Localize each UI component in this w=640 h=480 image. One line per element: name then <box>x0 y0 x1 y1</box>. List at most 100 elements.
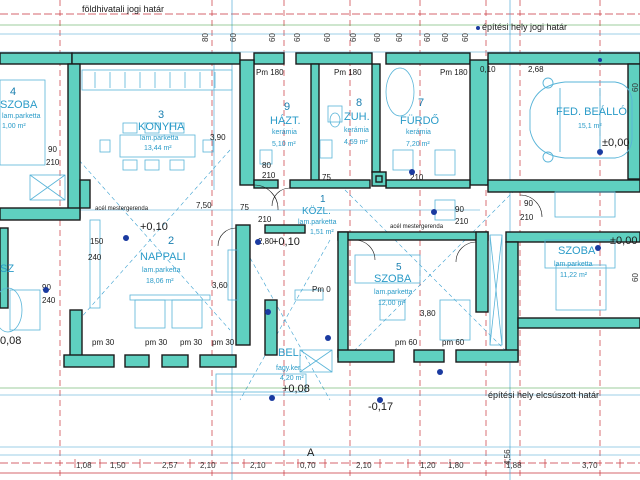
room-area: 7,20 m² <box>406 141 430 148</box>
dim-label: 240 <box>88 253 102 262</box>
room-name: SZOBA <box>374 273 412 285</box>
dim-label: 90 <box>48 145 57 154</box>
dim-label: 60 <box>349 33 358 42</box>
room-number: 7 <box>418 97 424 109</box>
room-number: 5 <box>396 262 402 273</box>
dim-label: 60 <box>323 33 332 42</box>
boundary-top-left: földhivatali jogi határ <box>82 4 164 14</box>
dim-label: 60 <box>461 33 470 42</box>
dim-label: 2,10 <box>200 461 216 470</box>
dim-label: 1,08 <box>76 461 92 470</box>
dim-label: 3,70 <box>582 461 598 470</box>
room-name: SZOBA <box>558 245 596 257</box>
dim-label: 3,80 <box>420 309 436 318</box>
room-floor: fagy.ker. <box>276 365 302 372</box>
room-name: FED. BEÁLLÓ <box>556 105 627 118</box>
dim-label: 2,80 <box>258 237 274 246</box>
room-number: 3 <box>158 109 164 121</box>
level-markers <box>43 26 603 403</box>
room-labels: 4 SZOBA lam.parketta 1,00 m² 3 KONYHA la… <box>0 86 627 382</box>
room-area: 13,44 m² <box>144 145 172 152</box>
dim-label: 0,70 <box>300 461 316 470</box>
pm-label: pm 30 <box>180 338 203 347</box>
room-name: KONYHA <box>138 121 185 133</box>
room-number: 2 <box>168 235 174 247</box>
boundary-bottom-right: építési hely elcsúszott határ <box>488 390 599 400</box>
pm-label: pm 60 <box>395 338 418 347</box>
dim-label: 80 <box>201 33 210 42</box>
room-floor: kerámia <box>272 129 297 136</box>
room-area: 1,00 m² <box>2 123 26 130</box>
bottom-dims: 1,08 1,50 2,57 2,10 2,10 0,70 2,10 1,20 … <box>76 461 598 470</box>
dim-label: 210 <box>46 158 60 167</box>
pm-label: Pm 180 <box>334 68 362 77</box>
dim-label: 60 <box>268 33 277 42</box>
pm-label: pm 30 <box>92 338 115 347</box>
level-mark: +0,10 <box>140 221 168 233</box>
room-name: KÖZL. <box>302 205 331 217</box>
dim-label: 90 <box>524 199 533 208</box>
dim-label: 75 <box>322 173 331 182</box>
boundary-top-right: építési hely jogi határ <box>482 22 567 32</box>
dim-label: 4,56 <box>503 449 512 465</box>
opening-dims: 90 210 150 240 90 240 75 210 90 210 90 2… <box>42 65 544 318</box>
dim-label: 2,10 <box>250 461 266 470</box>
dim-label: 7,50 <box>196 201 212 210</box>
level-mark: +0,08 <box>282 383 310 395</box>
ticks <box>74 459 621 468</box>
room-floor: lam.parketta <box>142 267 181 274</box>
dim-label: 3,90 <box>210 133 226 142</box>
pm-label: Pm 180 <box>440 68 468 77</box>
dim-label: 60 <box>395 33 404 42</box>
green-grid-lines <box>0 24 640 389</box>
car-icon <box>529 77 633 163</box>
dim-label: 60 <box>423 33 432 42</box>
beam-label: acél mestergerenda <box>390 224 444 230</box>
axis-label: A <box>307 447 315 459</box>
dim-label: 210 <box>262 171 276 180</box>
pm-labels: Pm 180 Pm 180 Pm 180 pm 30 pm 30 pm 30 p… <box>92 68 468 347</box>
dim-label: 90 <box>455 205 464 214</box>
room-number: 9 <box>284 101 290 113</box>
level-mark: +0,10 <box>272 236 300 248</box>
dim-label: 150 <box>90 237 104 246</box>
dim-label: 80 <box>262 161 271 170</box>
beam-label: acél mestergerenda <box>95 206 149 212</box>
room-number: 4 <box>10 86 16 98</box>
room-floor: lam.parketta <box>140 135 179 142</box>
room-name: BEL. <box>278 347 302 359</box>
level-mark: ±0,00 <box>602 137 629 149</box>
pm-label: Pm 0 <box>312 285 331 294</box>
room-number: 1 <box>320 194 326 205</box>
room-floor: kerámia <box>344 127 369 134</box>
room-floor: lam.parketta <box>374 289 413 296</box>
room-area: 4,20 m² <box>280 375 304 382</box>
room-area: 4,59 m² <box>344 139 368 146</box>
dim-label: 1,20 <box>420 461 436 470</box>
room-number: 8 <box>356 97 362 109</box>
room-name: ZUH. <box>344 111 370 123</box>
dim-label: 60 <box>441 33 450 42</box>
top-dims: 80 60 60 60 60 60 60 60 60 60 60 <box>201 33 470 42</box>
room-area: 12,00 m² <box>378 300 406 307</box>
dim-label: 3,60 <box>212 281 228 290</box>
dim-label: 60 <box>631 273 640 282</box>
dim-label: 60 <box>293 33 302 42</box>
dim-label: 0,10 <box>480 65 496 74</box>
level-mark: ±0,00 <box>610 235 637 247</box>
dim-label: 210 <box>258 215 272 224</box>
room-area: 5,10 m² <box>272 141 296 148</box>
room-name: SZ <box>0 263 14 275</box>
level-mark: 0,08 <box>0 335 21 347</box>
room-area: 11,22 m² <box>560 272 588 279</box>
dim-label: 210 <box>520 213 534 222</box>
room-area: 18,06 m² <box>146 278 174 285</box>
dim-label: 60 <box>373 33 382 42</box>
beam-labels: acél mestergerenda acél mestergerenda <box>95 206 444 230</box>
room-name: NAPPALI <box>140 251 186 263</box>
room-floor: kerámia <box>406 129 431 136</box>
dim-label: 60 <box>229 33 238 42</box>
dim-label: 1,50 <box>110 461 126 470</box>
pm-label: pm 30 <box>145 338 168 347</box>
dim-label: 2,68 <box>528 65 544 74</box>
